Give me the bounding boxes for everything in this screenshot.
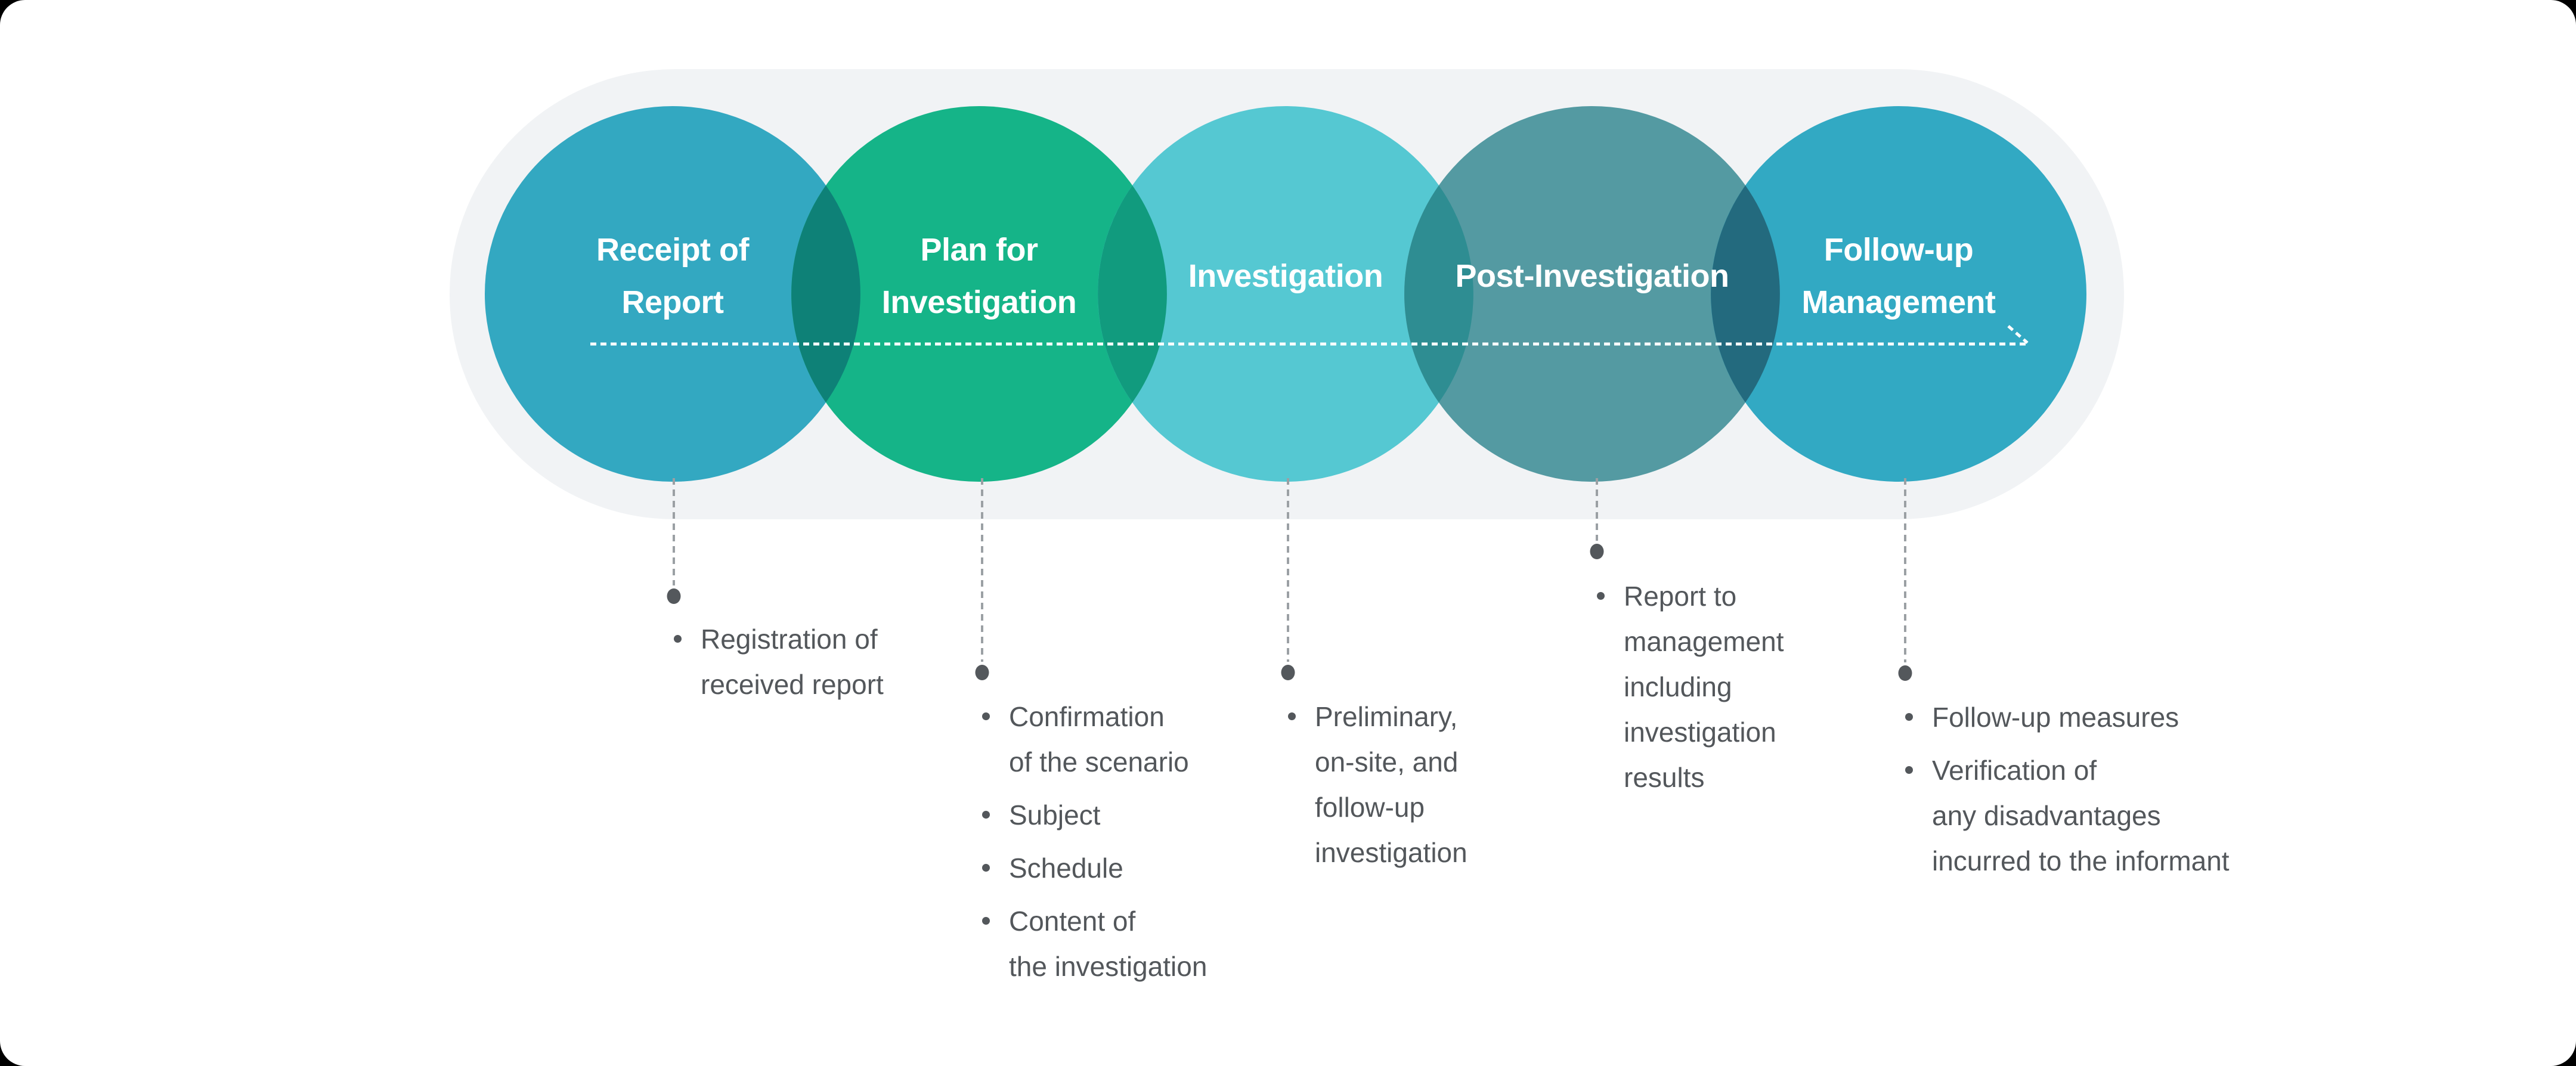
title-line: Receipt of bbox=[596, 232, 750, 268]
list-item: Content of the investigation bbox=[978, 898, 1207, 989]
stage-title-plan-for-investigation: Plan for Investigation bbox=[788, 202, 1170, 351]
circle-overlap-1-2 bbox=[791, 185, 860, 402]
note-line: results bbox=[1624, 762, 1705, 793]
note-line: follow-up bbox=[1315, 792, 1425, 823]
title-line: Plan for bbox=[920, 232, 1038, 268]
timeline-dot-2 bbox=[975, 665, 989, 680]
stage-notes-investigation: Preliminary, on-site, and follow-up inve… bbox=[1284, 694, 1467, 883]
stage-title-receipt-of-report: Receipt of Report bbox=[482, 202, 863, 351]
title-line: Report bbox=[621, 284, 724, 320]
list-item: Registration of received report bbox=[670, 616, 884, 707]
note-line: Verification of bbox=[1932, 755, 2097, 786]
note-line: on-site, and bbox=[1315, 746, 1459, 777]
stage-circle-follow-up-management bbox=[1711, 106, 2086, 482]
circle-overlap-3-4 bbox=[1404, 185, 1473, 402]
stage-notes-receipt-of-report: Registration of received report bbox=[670, 616, 884, 715]
title-line: Follow-up bbox=[1823, 232, 1974, 268]
process-flow-arrow bbox=[590, 325, 2029, 346]
title-line: Investigation bbox=[1188, 258, 1383, 294]
note-line: the investigation bbox=[1009, 951, 1208, 982]
bullet-icon bbox=[1288, 712, 1296, 720]
stage-circle-investigation bbox=[1098, 106, 1473, 482]
title-line: Investigation bbox=[881, 284, 1077, 320]
circle-overlap-4-5 bbox=[1711, 185, 1780, 402]
list-item: Preliminary, on-site, and follow-up inve… bbox=[1284, 694, 1467, 875]
timeline-dot-5 bbox=[1898, 665, 1912, 681]
stage-title-investigation: Investigation bbox=[1095, 202, 1476, 351]
list-item: Verification of any disadvantages incurr… bbox=[1901, 748, 2230, 884]
note-line: Preliminary, bbox=[1315, 701, 1458, 732]
bullet-icon bbox=[1597, 592, 1605, 600]
timeline-dot-3 bbox=[1281, 665, 1295, 680]
stage-circle-plan-for-investigation bbox=[791, 106, 1167, 482]
note-line: any disadvantages bbox=[1932, 800, 2161, 831]
bullet-icon bbox=[982, 811, 990, 819]
stage-notes-plan-for-investigation: Confirmation of the scenario Subject Sch… bbox=[978, 694, 1207, 997]
connector-lines bbox=[673, 478, 1906, 662]
timeline-dot-4 bbox=[1590, 544, 1604, 559]
note-line: Confirmation bbox=[1009, 701, 1165, 732]
bullet-icon bbox=[1905, 713, 1913, 721]
title-line: Management bbox=[1801, 284, 1996, 320]
note-line: management bbox=[1624, 626, 1784, 657]
stage-circle-receipt-of-report bbox=[485, 106, 860, 482]
note-line: Follow-up measures bbox=[1932, 702, 2179, 733]
note-line: Registration of bbox=[701, 624, 878, 655]
list-item: Follow-up measures bbox=[1901, 695, 2230, 740]
note-line: Schedule bbox=[1009, 853, 1123, 884]
bullet-icon bbox=[982, 712, 990, 720]
list-item: Report to management including investiga… bbox=[1593, 574, 1784, 800]
note-line: Content of bbox=[1009, 906, 1136, 937]
bullet-icon bbox=[674, 635, 682, 643]
note-line: Report to bbox=[1624, 581, 1737, 612]
title-line: Post-Investigation bbox=[1455, 258, 1729, 294]
bullet-icon bbox=[982, 917, 990, 925]
note-line: including bbox=[1624, 671, 1732, 702]
stage-circle-post-investigation bbox=[1404, 106, 1780, 482]
note-line: investigation bbox=[1315, 837, 1467, 868]
note-line: Subject bbox=[1009, 800, 1101, 831]
stage-notes-follow-up-management: Follow-up measures Verification of any d… bbox=[1901, 695, 2230, 891]
timeline-dot-1 bbox=[667, 588, 681, 604]
process-arrow-head bbox=[2007, 325, 2029, 344]
note-line: incurred to the informant bbox=[1932, 845, 2230, 876]
bullet-icon bbox=[982, 864, 990, 872]
note-line: received report bbox=[701, 669, 884, 700]
note-line: investigation bbox=[1624, 717, 1776, 748]
bullet-icon bbox=[1905, 766, 1913, 774]
list-item: Schedule bbox=[978, 845, 1207, 891]
note-line: of the scenario bbox=[1009, 746, 1189, 777]
list-item: Subject bbox=[978, 792, 1207, 838]
stage-notes-post-investigation: Report to management including investiga… bbox=[1593, 574, 1784, 808]
circle-overlap-2-3 bbox=[1098, 185, 1167, 402]
list-item: Confirmation of the scenario bbox=[978, 694, 1207, 785]
timeline-dots bbox=[667, 544, 1912, 681]
stage-title-post-investigation: Post-Investigation bbox=[1401, 202, 1783, 351]
stage-title-follow-up-management: Follow-up Management bbox=[1708, 202, 2089, 351]
